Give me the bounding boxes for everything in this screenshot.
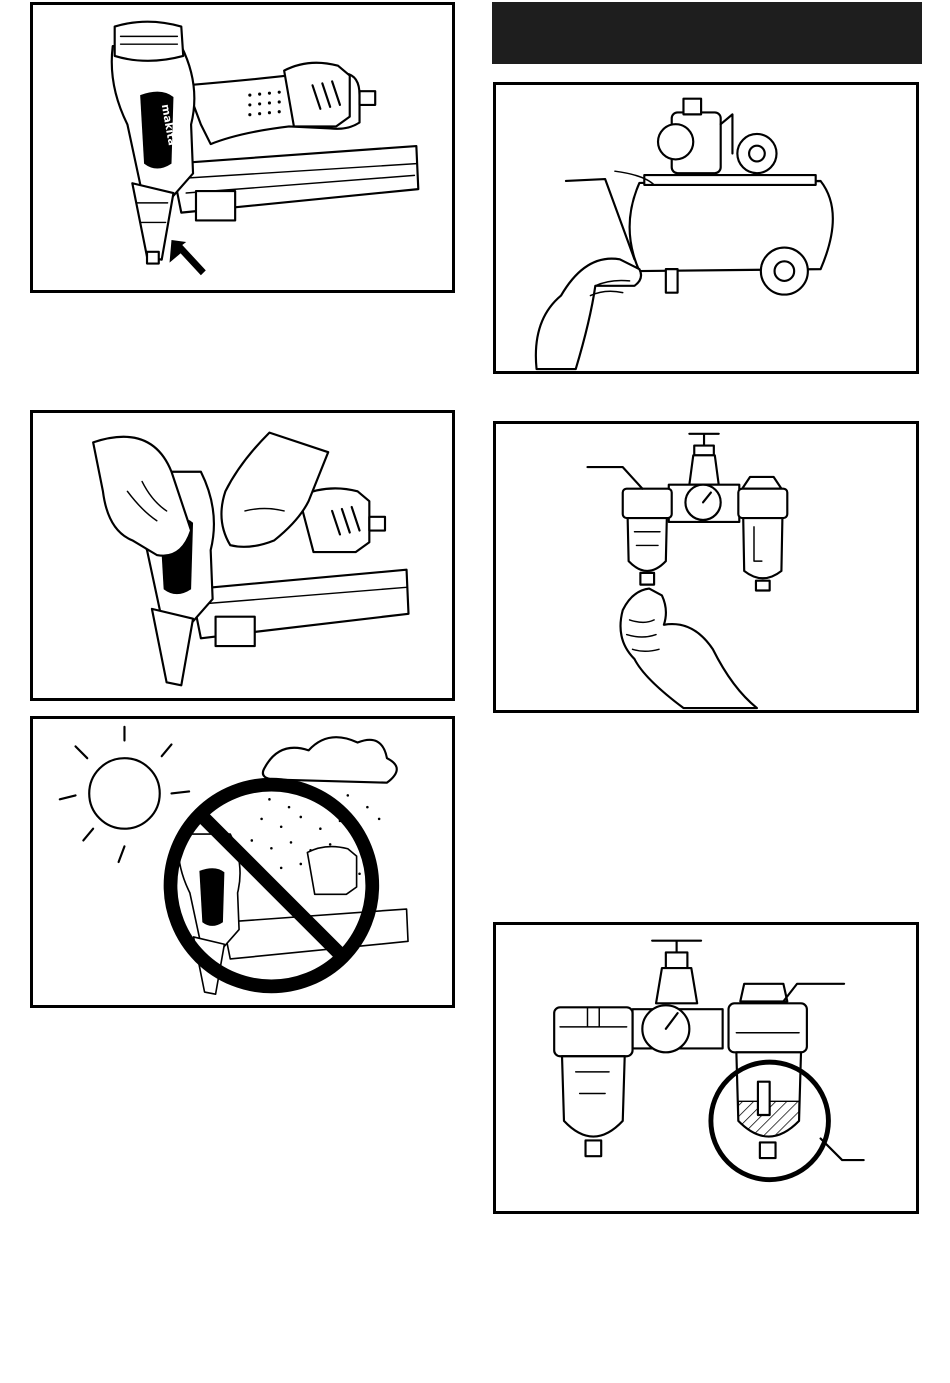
section-header-bar [492, 2, 922, 64]
figure-panel-no-sun-rain [30, 716, 455, 1008]
sun-icon [89, 758, 160, 829]
arrow-pointer-icon [170, 240, 206, 275]
cloud-icon [263, 737, 397, 782]
compressor-illustration [496, 85, 916, 371]
lubricator-illustration [496, 925, 916, 1211]
figure-panel-compressor-drain [493, 82, 919, 374]
figure-panel-lubricator-level [493, 922, 919, 1214]
nailer-illustration: makita [33, 5, 452, 290]
no-sun-rain-illustration [33, 719, 452, 1005]
figure-panel-filter-drain [493, 421, 919, 713]
figure-panel-nailer-arrow: makita [30, 2, 455, 293]
two-hand-hold-illustration [33, 413, 452, 698]
filter-regulator-illustration [496, 424, 916, 710]
figure-panel-two-hand-hold [30, 410, 455, 701]
